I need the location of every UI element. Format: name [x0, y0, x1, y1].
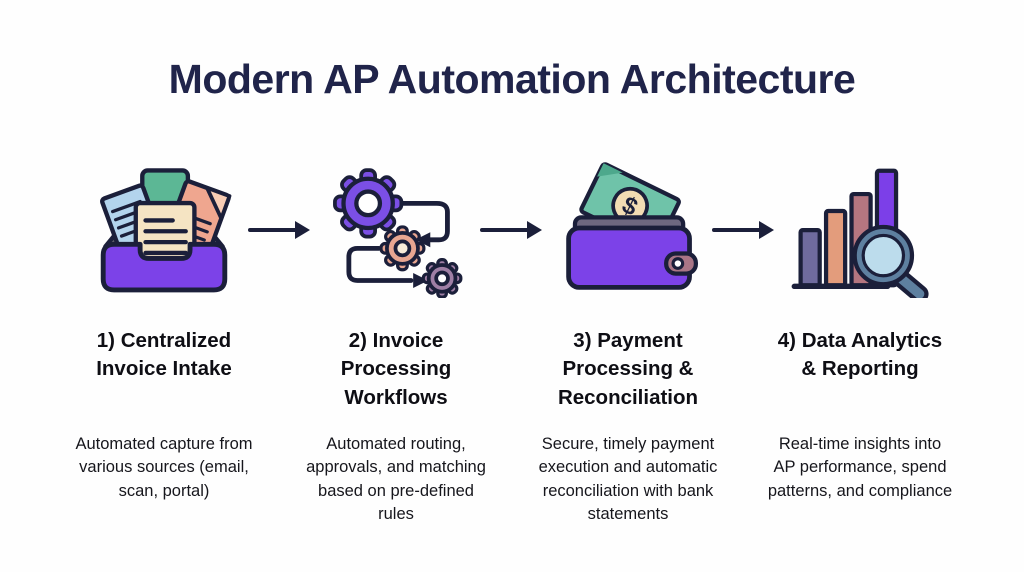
- step-heading: 4) Data Analytics & Reporting: [777, 329, 943, 381]
- inbox-documents-icon: [100, 168, 232, 293]
- step-heading: 3) Payment Processing & Reconciliation: [557, 329, 699, 409]
- step-description: Real-time insights into AP performance, …: [767, 435, 953, 500]
- icon-wrap: [785, 155, 935, 301]
- icon-wrap: [321, 155, 471, 301]
- icon-wrap: [88, 155, 240, 301]
- analytics-magnifier-icon: [791, 168, 929, 298]
- step-description: Automated capture from various sources (…: [75, 435, 253, 500]
- workflow-gears-icon: [333, 168, 463, 298]
- step-invoice-processing-workflows: 2) Invoice Processing Workflows Automate…: [280, 155, 512, 527]
- step-centralized-invoice-intake: 1) Centralized Invoice Intake Automated …: [48, 155, 280, 527]
- step-heading: 1) Centralized Invoice Intake: [96, 329, 232, 381]
- page-title: Modern AP Automation Architecture: [168, 56, 856, 102]
- right-arrow-icon: [248, 221, 310, 239]
- flow-diagram: 1) Centralized Invoice Intake Automated …: [48, 155, 976, 527]
- step-payment-processing-reconciliation: $ 3) Payment Processing & Reconciliation…: [512, 155, 744, 527]
- right-arrow-icon: [712, 221, 774, 239]
- icon-wrap: $: [553, 155, 703, 301]
- right-arrow-icon: [480, 221, 542, 239]
- step-heading: 2) Invoice Processing Workflows: [340, 329, 452, 409]
- step-description: Automated routing, approvals, and matchi…: [306, 435, 486, 524]
- step-data-analytics-reporting: 4) Data Analytics & Reporting Real-time …: [744, 155, 976, 527]
- step-description: Secure, timely payment execution and aut…: [538, 435, 718, 524]
- wallet-money-icon: $: [566, 162, 698, 290]
